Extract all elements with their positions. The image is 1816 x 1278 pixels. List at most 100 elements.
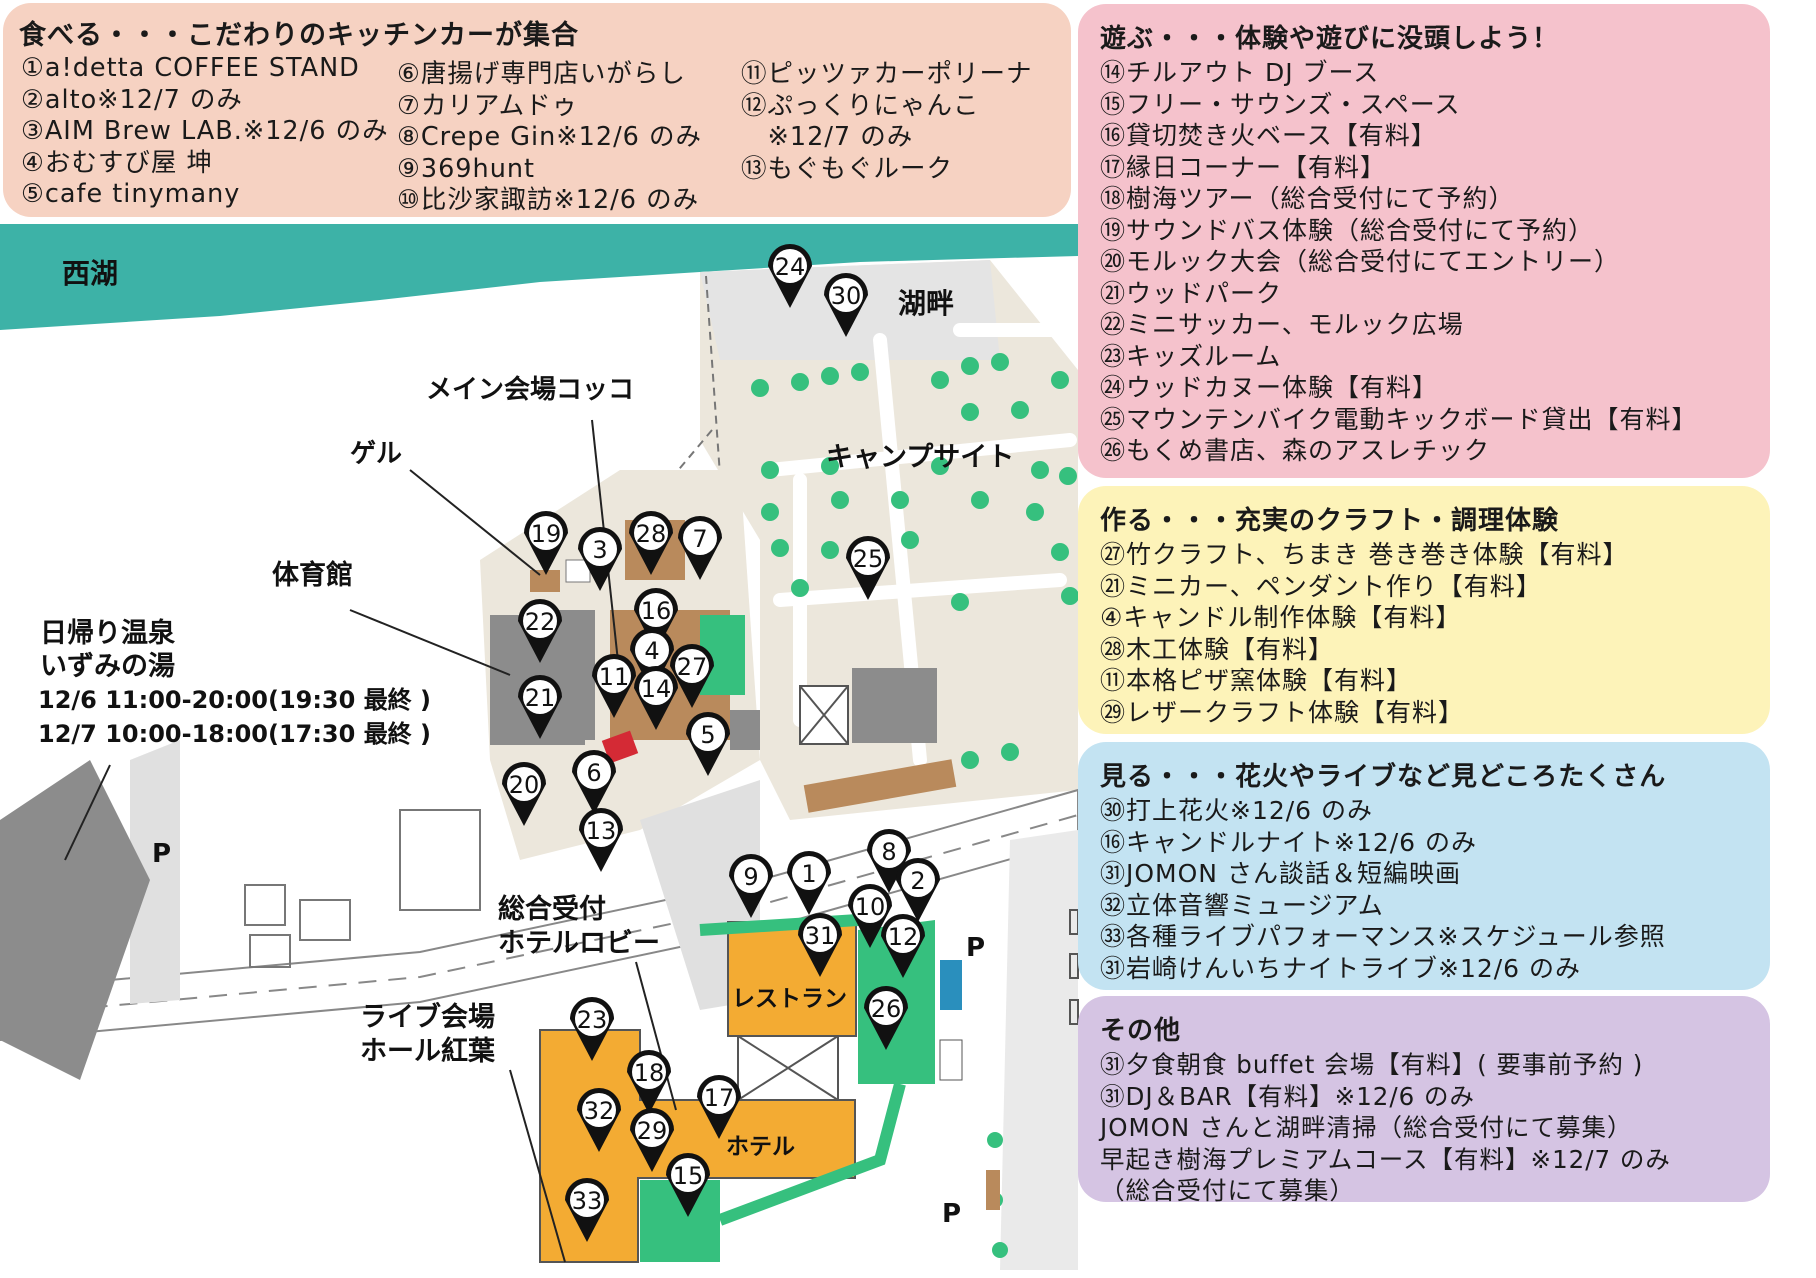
food-item: ①a!detta COFFEE STAND — [21, 53, 360, 83]
play-item: ㉕マウンテンバイク電動キックボード貸出【有料】 — [1100, 404, 1698, 434]
map-marker-3: 3 — [578, 527, 622, 591]
marker-face — [675, 649, 709, 683]
craft-list: ㉗竹クラフト、ちまき 巻き巻き体験【有料】 ㉑ミニカー、ペンダント作り【有料】 … — [1100, 539, 1750, 728]
marker-face — [632, 1055, 666, 1089]
play-item: ⑭チルアウト DJ ブース — [1100, 58, 1380, 87]
map-marker-12: 12 — [881, 914, 925, 978]
map-marker-10: 10 — [848, 884, 892, 948]
marker-number: 2 — [910, 867, 925, 895]
food-item: ④おむすび屋 坤 — [21, 147, 213, 178]
campsite-building — [852, 668, 937, 743]
marker-face — [597, 659, 631, 693]
craft-title: 作る・・・充実のクラフト・調理体験 — [1100, 506, 1560, 536]
campsite-trees — [751, 353, 1079, 769]
campsite-label: キャンプサイト — [826, 442, 1014, 473]
map-marker-5: 5 — [686, 712, 730, 776]
marker-face — [901, 863, 935, 897]
food-item: ⑬もぐもぐルーク — [741, 153, 954, 184]
map-marker-32: 32 — [577, 1088, 621, 1152]
marker-number: 18 — [634, 1059, 665, 1087]
marker-face — [853, 889, 887, 923]
marker-face — [639, 671, 673, 705]
map-marker-11: 11 — [592, 654, 636, 718]
food-item: ⑥唐揚げ専門店いがらし — [397, 59, 686, 89]
map-marker-16: 16 — [634, 588, 678, 652]
map-marker-19: 19 — [524, 511, 568, 575]
see-title: 見る・・・花火やライブなど見どころたくさん — [1100, 762, 1667, 792]
see-item: ㉚打上花火※12/6 のみ — [1100, 796, 1374, 825]
lakeside-label: 湖畔 — [898, 287, 954, 320]
onsen-building — [0, 760, 150, 1080]
marker-number: 12 — [888, 923, 919, 951]
food-title: 食べる・・・こだわりのキッチンカーが集合 — [19, 20, 579, 51]
craft-panel: 作る・・・充実のクラフト・調理体験 ㉗竹クラフト、ちまき 巻き巻き体験【有料】 … — [1078, 486, 1770, 734]
marker-number: 6 — [586, 759, 601, 787]
food-item: ⑧Crepe Gin※12/6 のみ — [397, 122, 702, 152]
marker-number: 11 — [599, 663, 630, 691]
hotel-courtyard-x — [737, 1035, 839, 1101]
pool — [940, 960, 962, 1010]
marker-number: 29 — [637, 1117, 668, 1145]
onsen-hours-1: 12/6 11:00-20:00(19:30 最終 ) — [38, 686, 431, 714]
marker-face — [583, 532, 617, 566]
see-panel: 見る・・・花火やライブなど見どころたくさん ㉚打上花火※12/6 のみ ⑯キャン… — [1078, 742, 1770, 990]
parking-label-3: P — [942, 1199, 961, 1229]
hotel-label: ホテル — [726, 1134, 795, 1160]
side-road-area — [130, 740, 180, 1004]
marker-face — [575, 1002, 609, 1036]
map-marker-7: 7 — [678, 516, 722, 580]
marker-face — [523, 680, 557, 714]
live-venue-label-1: ライブ会場 — [360, 1001, 495, 1033]
marker-number: 7 — [692, 525, 707, 553]
marker-number: 15 — [673, 1162, 704, 1190]
play-item: ⑯貸切焚き火ベース【有料】 — [1100, 121, 1437, 150]
marker-face — [829, 278, 863, 312]
marker-face — [872, 834, 906, 868]
marker-face — [851, 541, 885, 575]
play-item: ㉔ウッドカヌー体験【有料】 — [1100, 373, 1439, 402]
lake-label: 西湖 — [62, 257, 118, 290]
play-panel: 遊ぶ・・・体験や遊びに没頭しよう！ ⑭チルアウト DJ ブース ⑮フリー・サウン… — [1078, 4, 1770, 478]
map-marker-23: 23 — [570, 997, 614, 1061]
other-item: JOMON さんと湖畔清掃（総合受付にて募集） — [1100, 1113, 1633, 1142]
marker-face — [886, 919, 920, 953]
food-item: ③AIM Brew LAB.※12/6 のみ — [21, 116, 389, 146]
food-item: ⑩比沙家諏訪※12/6 のみ — [397, 185, 700, 215]
small-brown — [986, 1170, 1000, 1210]
marker-number: 16 — [641, 597, 672, 625]
play-list: ⑭チルアウト DJ ブース ⑮フリー・サウンズ・スペース ⑯貸切焚き火ベース【有… — [1100, 57, 1750, 467]
map-marker-6: 6 — [572, 750, 616, 814]
craft-item: ④キャンドル制作体験【有料】 — [1100, 603, 1462, 632]
map-marker-26: 26 — [864, 986, 908, 1050]
food-item: ⑫ぷっくりにゃんこ — [741, 90, 980, 121]
marker-number: 23 — [577, 1006, 608, 1034]
play-item: ㉓キッズルーム — [1100, 341, 1282, 371]
play-item: ⑲サウンドバス体験（総合受付にて予約） — [1100, 215, 1595, 245]
map-marker-20: 20 — [502, 762, 546, 826]
map-marker-21: 21 — [518, 675, 562, 739]
marker-face — [634, 516, 668, 550]
food-item: ②alto※12/7 のみ — [21, 84, 243, 115]
marker-face — [584, 813, 618, 847]
gray-box-right — [939, 1039, 963, 1081]
marker-face — [507, 767, 541, 801]
food-item: ⑦カリアムドゥ — [397, 90, 579, 121]
red-tent — [601, 730, 639, 764]
marker-face — [773, 249, 807, 283]
map-marker-2: 2 — [896, 858, 940, 922]
marker-face — [671, 1158, 705, 1192]
marker-number: 21 — [525, 684, 556, 712]
map-marker-33: 33 — [565, 1178, 609, 1242]
play-item: ⑰縁日コーナー【有料】 — [1100, 152, 1387, 182]
parking-label-2: P — [966, 933, 985, 963]
map-marker-29: 29 — [630, 1108, 674, 1172]
play-item: ⑮フリー・サウンズ・スペース — [1100, 89, 1461, 119]
marker-face — [702, 1080, 736, 1114]
marker-face — [635, 1113, 669, 1147]
see-item: ㉛JOMON さん談話＆短編映画 — [1100, 859, 1461, 888]
play-item: ㉖もくめ書店、森のアスレチック — [1100, 436, 1491, 465]
marker-face — [529, 516, 563, 550]
play-item: ⑳モルック大会（総合受付にてエントリー） — [1100, 247, 1621, 276]
